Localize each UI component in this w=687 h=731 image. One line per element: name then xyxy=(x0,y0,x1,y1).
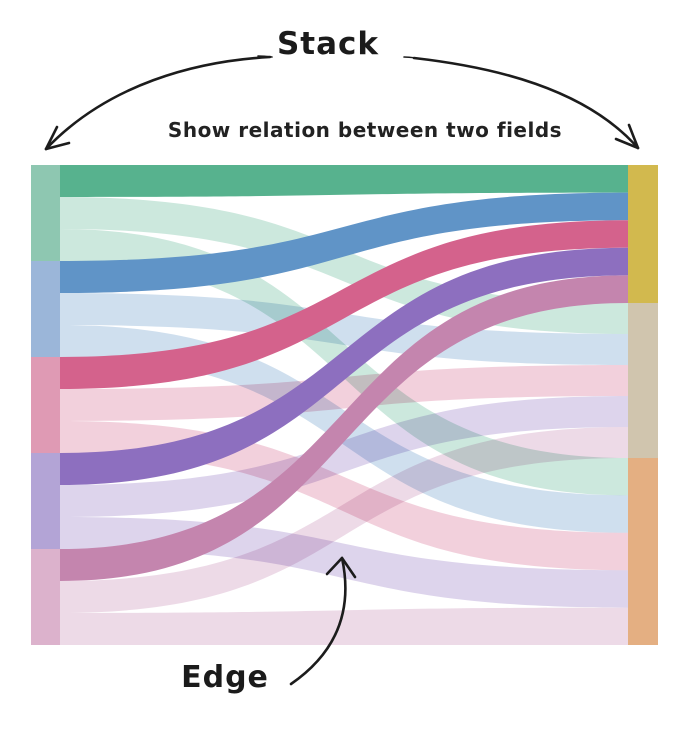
edge-title: Edge xyxy=(181,660,269,695)
sankey-edge-source-mauve-to-target-gold xyxy=(60,275,628,581)
edge-arrow-icon xyxy=(289,556,357,686)
stack-node-target-beige xyxy=(628,303,658,458)
annotation-arrows xyxy=(44,55,640,686)
stack-node-source-blue xyxy=(31,261,60,357)
sankey-edge-source-mauve-to-target-orange xyxy=(60,607,628,645)
stack-node-source-mauve xyxy=(31,549,60,645)
sankey-edge-source-pink-to-target-gold xyxy=(60,220,628,389)
sankey-edge-source-green-to-target-gold xyxy=(60,165,628,197)
sankey-edge-source-purple-to-target-beige xyxy=(60,396,628,517)
stack-node-source-purple xyxy=(31,453,60,549)
stack-node-source-green xyxy=(31,165,60,261)
sankey-edge-source-blue-to-target-beige xyxy=(60,293,628,365)
stack-node-source-pink xyxy=(31,357,60,453)
sankey-edge-source-mauve-to-target-beige xyxy=(60,427,628,613)
sankey-edge-source-blue-to-target-gold xyxy=(60,192,628,293)
stack-node-target-gold xyxy=(628,165,658,303)
stack-arrow-right-icon xyxy=(403,56,640,150)
sankey-edge-source-purple-to-target-gold xyxy=(60,247,628,485)
sankey-nodes xyxy=(31,165,658,645)
sankey-edge-source-pink-to-target-beige xyxy=(60,365,628,421)
sankey-links-solid xyxy=(60,165,628,581)
subtitle-text: Show relation between two fields xyxy=(167,118,563,142)
stack-node-target-orange xyxy=(628,458,658,645)
stack-arrow-left-icon xyxy=(44,55,273,151)
sankey-edge-source-green-to-target-beige xyxy=(60,197,628,334)
stack-title: Stack xyxy=(276,26,380,62)
